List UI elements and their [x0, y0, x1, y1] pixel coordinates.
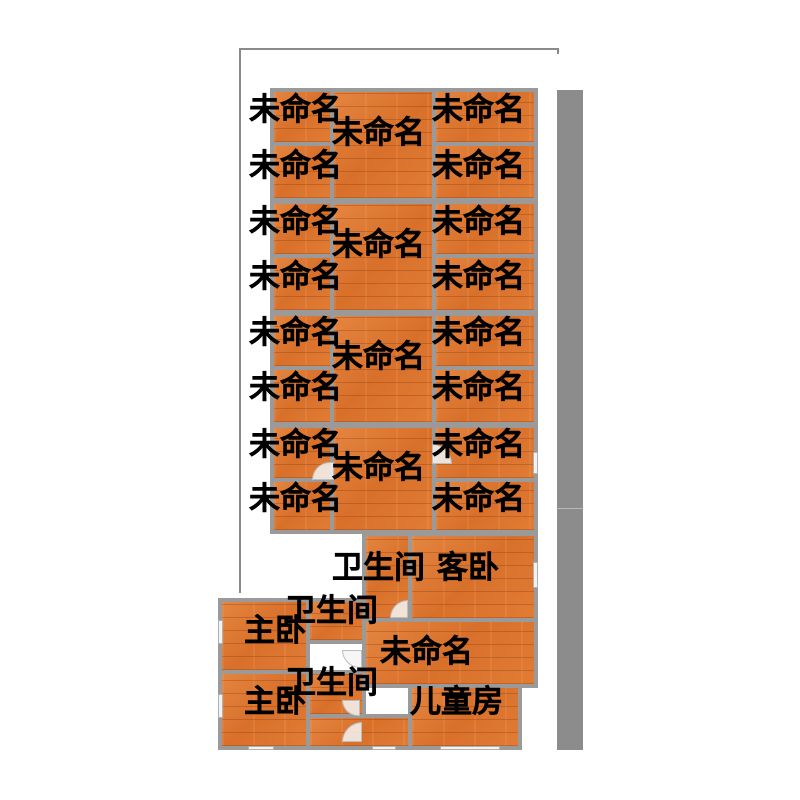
window — [218, 694, 223, 718]
room-label-bathroom: 卫生间 — [285, 593, 378, 629]
window — [218, 620, 223, 644]
room-label: 未命名 — [249, 259, 342, 295]
room-r1-right-bottom — [432, 142, 538, 202]
room-label: 未命名 — [432, 315, 525, 351]
room-label: 未命名 — [432, 92, 525, 128]
boundary-line-top — [239, 48, 559, 50]
room-r4-left-bottom — [270, 478, 334, 534]
room-label-bathroom: 卫生间 — [285, 665, 378, 701]
room-label: 未命名 — [249, 148, 342, 184]
wall-strip-divider — [557, 508, 583, 509]
room-label-guest-bedroom: 客卧 — [437, 550, 499, 586]
exterior-wall-strip — [557, 90, 583, 750]
room-label: 未命名 — [249, 370, 342, 406]
room-label-master-bedroom: 主卧 — [244, 613, 306, 649]
room-label: 未命名 — [249, 204, 342, 240]
room-label: 未命名 — [332, 227, 425, 263]
room-label: 未命名 — [432, 204, 525, 240]
window — [440, 746, 500, 750]
boundary-line-left — [239, 48, 241, 593]
window — [372, 746, 396, 750]
room-label: 未命名 — [249, 315, 342, 351]
window — [533, 452, 538, 474]
window — [533, 562, 538, 588]
room-hall-unnamed — [362, 618, 538, 688]
room-label: 未命名 — [432, 481, 525, 517]
room-label: 未命名 — [332, 450, 425, 486]
room-label-kids-room: 儿童房 — [410, 684, 503, 720]
room-kids — [408, 684, 522, 750]
room-r2-right-bottom — [432, 254, 538, 314]
room-label: 未命名 — [432, 148, 525, 184]
room-label-bathroom: 卫生间 — [332, 550, 425, 586]
room-label: 未命名 — [432, 370, 525, 406]
room-label: 未命名 — [332, 339, 425, 375]
window — [248, 746, 274, 750]
boundary-tick-right — [557, 48, 559, 54]
room-r2-left-top — [270, 200, 334, 258]
room-label: 未命名 — [249, 481, 342, 517]
room-label: 未命名 — [432, 427, 525, 463]
room-label-master-bedroom: 主卧 — [244, 684, 306, 720]
room-label: 未命名 — [380, 634, 473, 670]
room-label: 未命名 — [249, 92, 342, 128]
room-r2-right-top — [432, 200, 538, 258]
room-r2-center — [330, 200, 436, 314]
room-label: 未命名 — [249, 427, 342, 463]
room-label: 未命名 — [332, 115, 425, 151]
room-r1-left-top — [270, 88, 334, 146]
room-label: 未命名 — [432, 259, 525, 295]
